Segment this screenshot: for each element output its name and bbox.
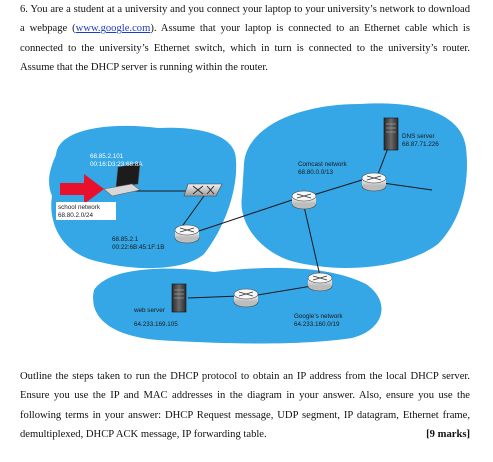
comcast-router-icon — [291, 190, 317, 210]
dns-server-ip: 68.87.71.226 — [402, 141, 439, 148]
laptop-mac-label: 00:16:D3:23:68:8A — [90, 161, 143, 168]
comcast-network-cloud — [241, 103, 467, 268]
school-network-addr: 68.80.2.0/24 — [58, 212, 94, 219]
laptop-icon — [103, 162, 141, 197]
intro-prefix: 6. You are a student at a university and… — [20, 4, 470, 35]
dns-server-name: DNS server — [402, 133, 435, 140]
laptop-ip-label: 68.85.2.101 — [90, 153, 124, 160]
comcast-router-2-icon — [361, 172, 387, 192]
router-ip-label: 68.85.2.1 — [112, 236, 139, 243]
web-server-ip: 64.233.169.105 — [134, 321, 178, 328]
school-network-label-box — [56, 202, 116, 220]
web-server-icon — [171, 283, 187, 313]
google-network-addr: 64.233.160.0/19 — [294, 321, 340, 328]
question-intro: 6. You are a student at a university and… — [20, 0, 470, 78]
outline-text: Outline the steps taken to run the DHCP … — [20, 371, 470, 441]
intro-suffix: ). Assume that your laptop is connected … — [20, 23, 470, 74]
edge-router-icon — [307, 272, 333, 292]
school-router-icon — [174, 224, 200, 244]
question-outline: Outline the steps taken to run the DHCP … — [20, 367, 470, 445]
dns-server-icon — [383, 117, 399, 151]
web-server-name: web server — [133, 307, 165, 314]
comcast-network-name: Comcast network — [298, 161, 347, 168]
google-router-icon — [233, 288, 259, 308]
google-network-name: Google’s network — [294, 313, 343, 320]
ethernet-switch-icon — [183, 183, 223, 197]
marks-label: [9 marks] — [426, 429, 470, 441]
google-link[interactable]: www.google.com — [75, 23, 151, 35]
laptop-arrow — [60, 174, 104, 204]
router-mac-label: 00:22:6B:45:1F:1B — [112, 244, 165, 251]
school-network-name: school network — [58, 204, 101, 211]
comcast-network-addr: 68.80.0.0/13 — [298, 169, 334, 176]
